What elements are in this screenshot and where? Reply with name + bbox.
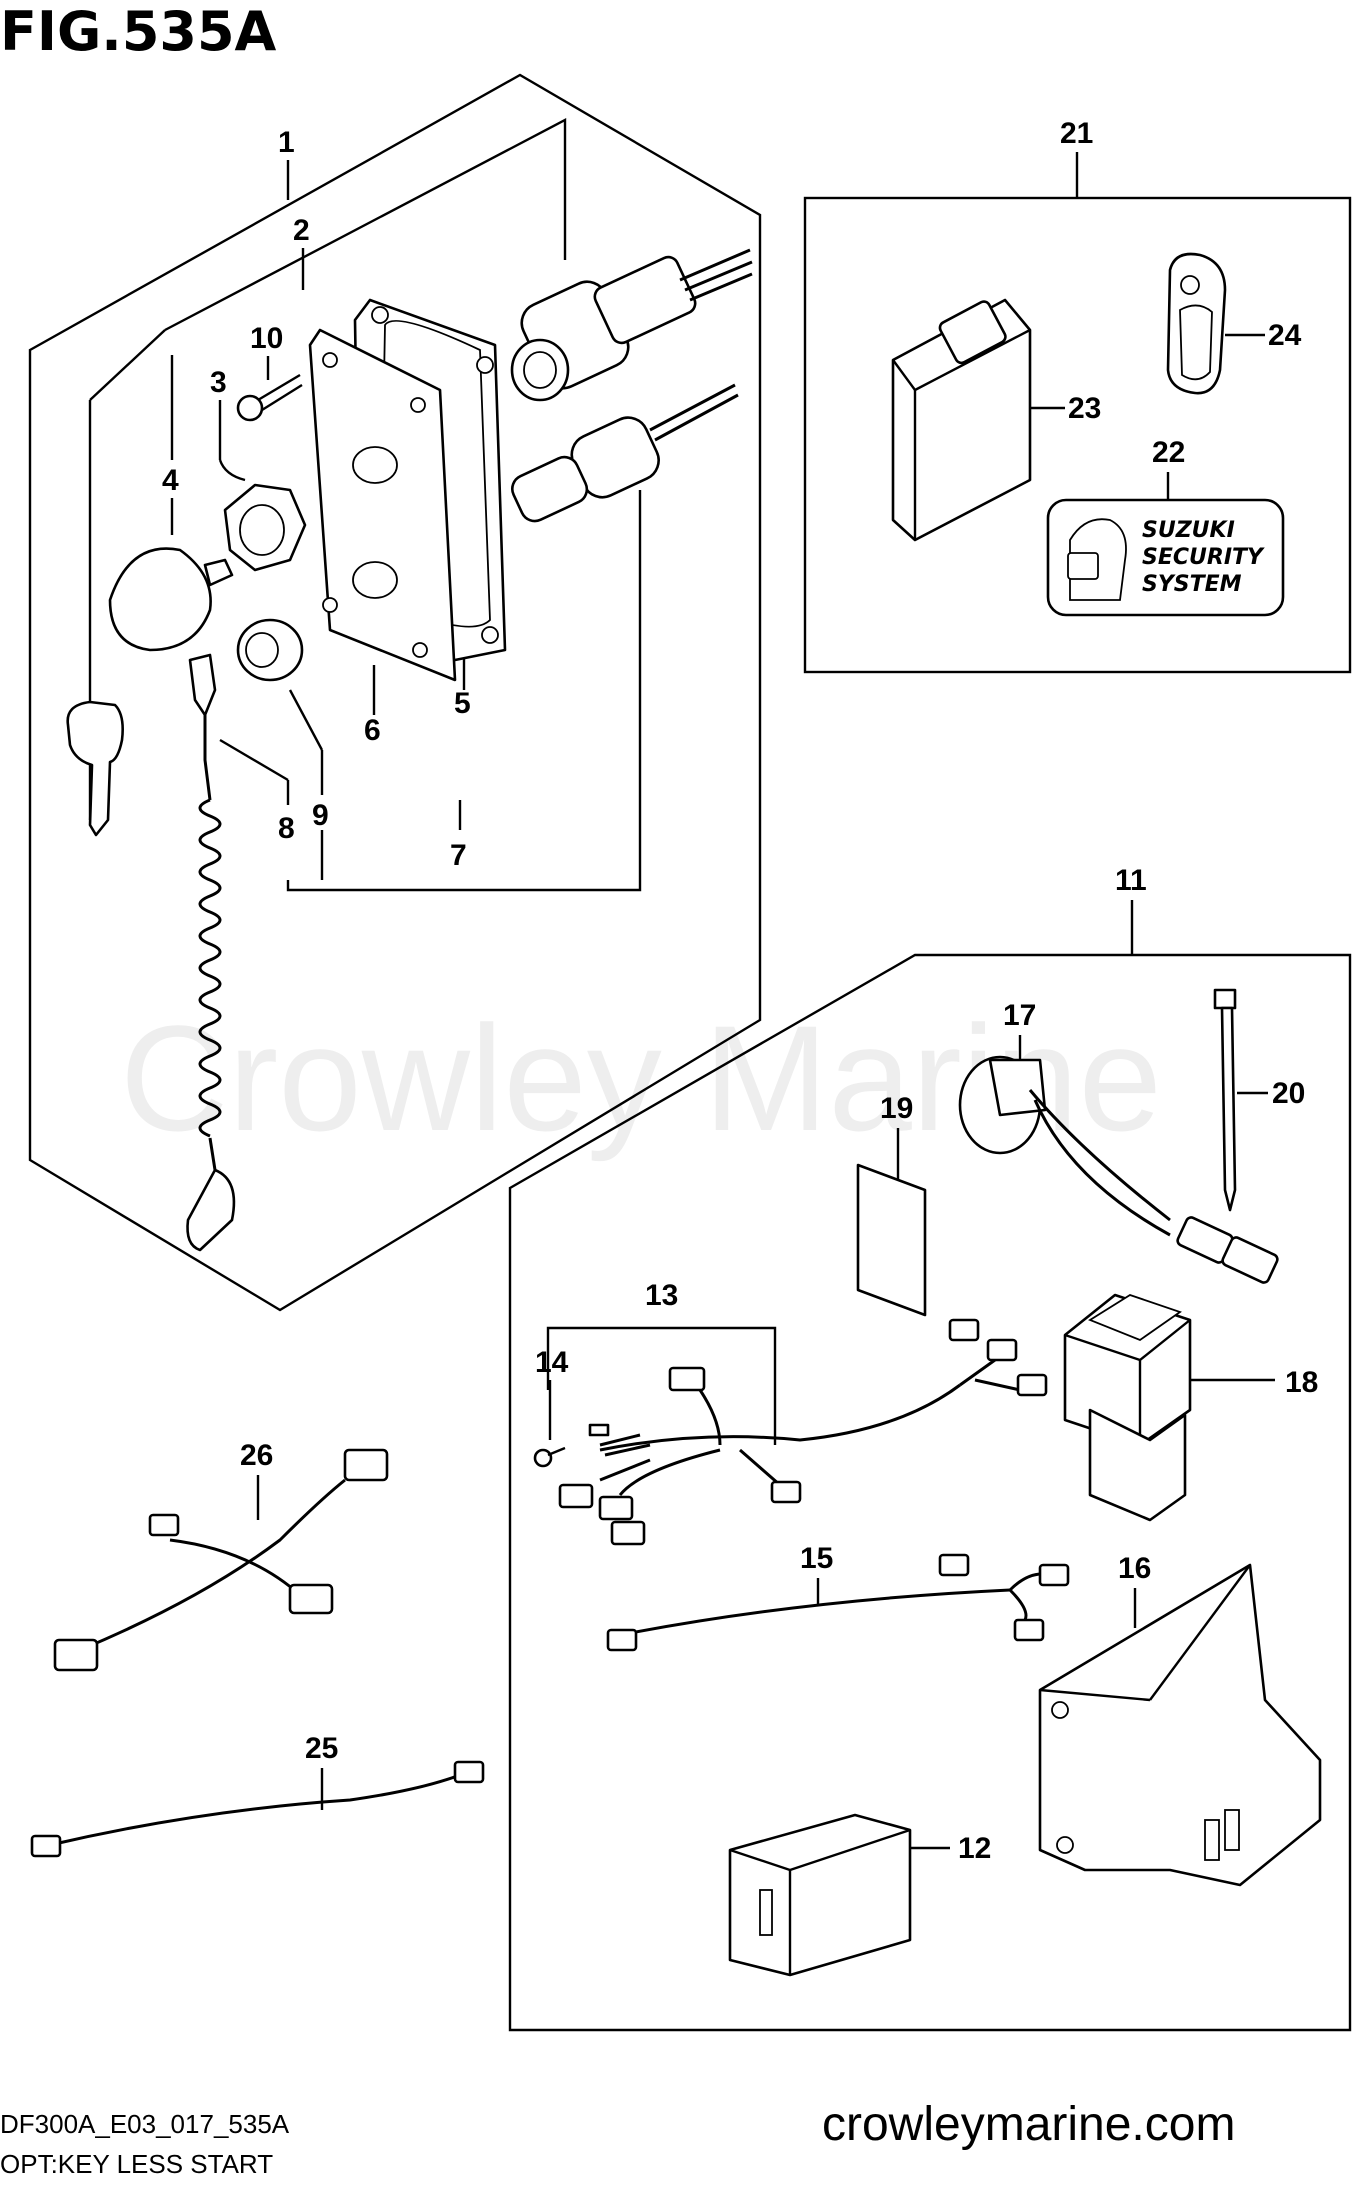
- security-kit-box: [803, 196, 1352, 674]
- website-link[interactable]: crowleymarine.com: [822, 2098, 1235, 2151]
- harness-26: [53, 1448, 389, 1672]
- callout-16[interactable]: 16: [1118, 1552, 1151, 1585]
- sticker-line-1: SUZUKI: [1142, 518, 1235, 543]
- callout-14[interactable]: 14: [535, 1346, 569, 1379]
- callout-8[interactable]: 8: [278, 812, 295, 845]
- callout-22[interactable]: 22: [1152, 436, 1185, 469]
- callout-3[interactable]: 3: [210, 366, 227, 399]
- nut: [223, 483, 307, 572]
- safety-lanyard: [186, 653, 236, 1252]
- harness-15: [606, 1553, 1070, 1652]
- callout-26[interactable]: 26: [240, 1439, 273, 1472]
- callout-4[interactable]: 4: [162, 464, 179, 497]
- harness-25: [30, 1760, 485, 1858]
- cable-tie: [1213, 988, 1237, 1212]
- key: [66, 700, 124, 837]
- callout-19[interactable]: 19: [880, 1092, 913, 1125]
- knob: [108, 547, 234, 652]
- control-unit-case: [1038, 1563, 1322, 1887]
- security-sticker: SUZUKI SECURITY SYSTEM: [1046, 498, 1285, 617]
- sticker-line-2: SECURITY: [1142, 545, 1265, 570]
- callout-6[interactable]: 6: [364, 714, 381, 747]
- callout-1[interactable]: 1: [278, 126, 295, 159]
- key-fob: [1166, 252, 1227, 395]
- callout-23[interactable]: 23: [1068, 392, 1101, 425]
- security-ecu: [891, 298, 1032, 542]
- holder-bracket: [728, 1813, 912, 1977]
- callout-17[interactable]: 17: [1003, 999, 1036, 1032]
- callout-21[interactable]: 21: [1060, 117, 1093, 150]
- callout-20[interactable]: 20: [1272, 1077, 1305, 1110]
- relay: [1063, 1293, 1192, 1522]
- buzzer: [958, 1055, 1279, 1284]
- callout-13[interactable]: 13: [645, 1279, 678, 1312]
- callout-5[interactable]: 5: [454, 687, 471, 720]
- callout-12[interactable]: 12: [958, 1832, 991, 1865]
- callout-2[interactable]: 2: [293, 214, 310, 247]
- manual-card: [856, 1163, 927, 1317]
- callout-11[interactable]: 11: [1115, 864, 1147, 897]
- wire-harness: [533, 1318, 1048, 1546]
- callout-15[interactable]: 15: [800, 1542, 833, 1575]
- callout-9[interactable]: 9: [312, 799, 329, 832]
- callout-18[interactable]: 18: [1285, 1366, 1318, 1399]
- callout-10[interactable]: 10: [250, 322, 283, 355]
- sticker-line-3: SYSTEM: [1142, 572, 1242, 597]
- ignition-switch: [510, 248, 753, 402]
- stop-switch: [511, 383, 739, 523]
- figure-caption: OPT:KEY LESS START: [0, 2149, 273, 2179]
- kit-box-1: [28, 73, 762, 1312]
- figure-title: FIG.535A: [0, 0, 277, 63]
- callout-24[interactable]: 24: [1268, 319, 1302, 352]
- front-plate: [308, 328, 457, 682]
- callout-25[interactable]: 25: [305, 1732, 338, 1765]
- harness-kit-box: [508, 953, 1352, 2032]
- drawing-code: DF300A_E03_017_535A: [0, 2109, 290, 2139]
- screw: [236, 373, 303, 422]
- ring-nut: [236, 618, 304, 682]
- callout-7[interactable]: 7: [450, 839, 467, 872]
